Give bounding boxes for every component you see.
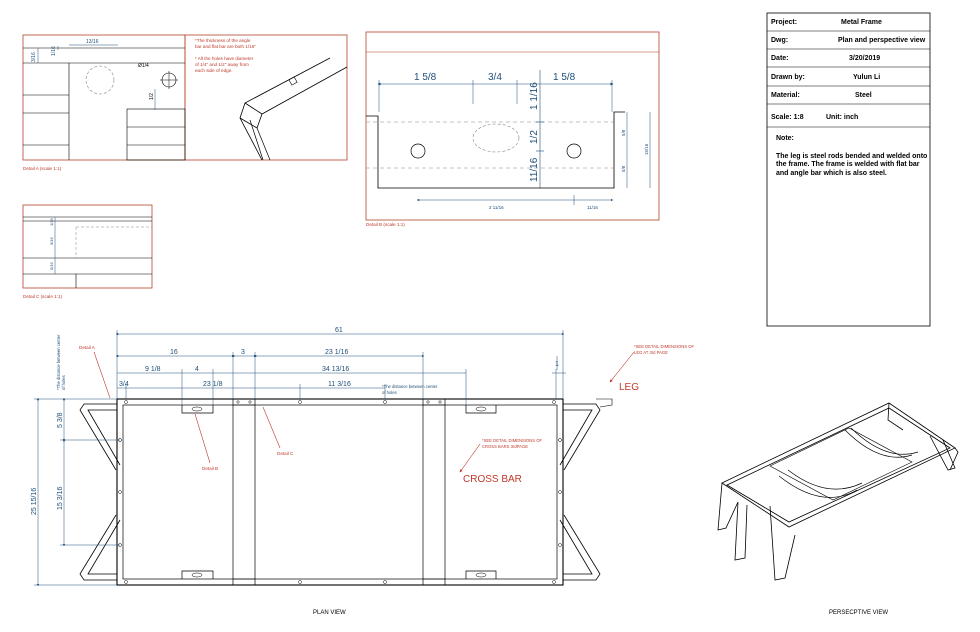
detail-b-dim-h2: 11/16 [587,205,598,210]
drawn-by-value: Yulun Li [853,74,880,81]
dim-23-1-16: 23 1/16 [325,349,348,356]
dim-11-3-16: 11 3/16 [328,381,351,388]
dwg-label: Dwg: [771,37,788,44]
scale-label: Scale: 1:8 [771,114,804,121]
leg-label: LEG [619,382,639,393]
detail-c-dim-c: 5/16 [49,261,54,270]
detail-b-dim-s3: 15/16 [644,143,649,155]
detail-a: 13/16 3/16 1/16 Ø1/4 1/2 *The thickness … [22,34,348,171]
detail-b-dim-v3: 11/16 [529,157,540,182]
unit-label: Unit: inch [826,114,858,121]
dim-overall: 61 [335,327,343,334]
detail-b-dim-b: 3/4 [488,72,502,83]
detail-b-caption: Detail B (scale 1:1) [366,222,405,227]
plan-view-caption: PLAN VIEW [313,610,346,616]
crossbar-note: *SEE DETAIL DIMENSIONS OF CROSS BARS 3rd… [482,438,543,449]
project-value: Metal Frame [841,19,882,26]
crossbar-label: CROSS BAR [463,474,522,485]
dim-3-4: 3/4 [119,381,129,388]
drawn-by-label: Drawn by: [771,74,805,81]
detail-a-dim-3: 1/16 [51,46,57,56]
dim-3: 3 [241,349,245,356]
detail-b-dim-s1: 5/8 [621,129,626,136]
detail-a-note: *The thickness of the angle bar and flat… [195,38,257,73]
detail-b-dim-a: 1 5/8 [414,72,437,83]
dim-23-1-8: 23 1/8 [203,381,223,388]
detail-b-dim-h1: 2 11/16 [489,205,504,210]
material-value: Steel [855,92,872,99]
date-value: 3/20/2019 [849,55,880,62]
detail-a-caption: Detail A (scale 1:1) [23,166,62,171]
label-detail-b: Detail B [202,466,218,471]
perspective-view-caption: PERSECPTIVE VIEW [829,610,888,616]
title-block: Project: Metal Frame Dwg: Plan and persp… [766,12,931,327]
dim-5-3-8: 5 3/8 [57,412,64,428]
date-label: Date: [771,55,789,62]
detail-a-dim-4: Ø1/4 [138,63,149,69]
detail-c: 1/16 9/16 5/16 Detail C (scale 1:1) [22,204,153,299]
project-label: Project: [771,19,797,26]
note-label: Note: [776,135,794,142]
dim-16: 16 [170,349,178,356]
detail-a-dim-2: 3/16 [31,52,37,62]
dim-total-height: 25 15/16 [31,488,38,515]
plan-view: 61 16 3 23 1/16 9 1/8 4 34 13/16 3/4 23 … [31,327,695,616]
note-text: The leg is steel rods bended and welded … [776,153,929,177]
detail-a-dim-5: 1/2 [149,93,155,100]
dim-9-1-8: 9 1/8 [145,366,161,373]
left-note: *The distance between center of holes [56,333,66,390]
dim-15-3-16: 15 3/16 [57,487,64,510]
label-detail-c: Detail C [277,451,294,456]
detail-a-dim-1: 13/16 [86,39,99,45]
leg-note: *SEE DETAIL DIMENSIONS OF LEG AT 3rd PAG… [634,344,695,355]
detail-b-dim-c: 1 5/8 [553,72,576,83]
detail-c-caption: Detail C (scale 1:1) [23,294,63,299]
detail-b-dim-v2: 1/2 [529,130,540,144]
detail-b-dim-v1: 1 1/16 [529,82,540,110]
dim-34: 34 13/16 [322,366,349,373]
dwg-value: Plan and perspective view [838,37,926,44]
label-detail-a: Detail A [79,345,96,350]
dim-1: 1 [555,361,559,368]
detail-c-dim-b: 9/16 [49,236,54,245]
material-label: Material: [771,92,800,99]
detail-c-dim-a: 1/16 [49,217,54,226]
perspective-view: PERSECPTIVE VIEW [717,402,959,616]
detail-b: 1 5/8 3/4 1 5/8 1 1/16 1/2 11/16 5/8 5/8… [365,31,660,227]
detail-b-dim-s2: 5/8 [621,165,626,172]
dim-4: 4 [195,366,199,373]
center-note: *The distance between center of holes [382,384,439,395]
